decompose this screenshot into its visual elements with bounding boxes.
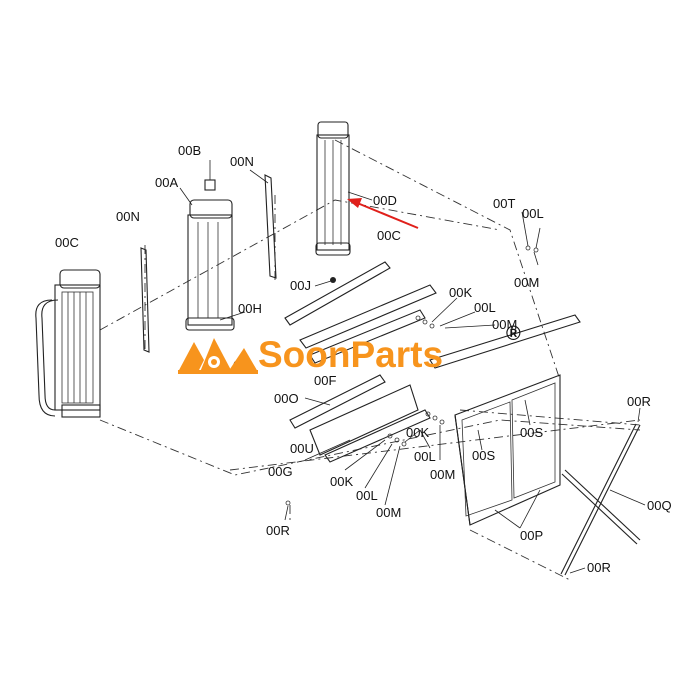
cooler-00d bbox=[315, 121, 351, 256]
leader-lines bbox=[179, 169, 646, 574]
label-00k-upper: 00K bbox=[449, 285, 472, 300]
core-00a bbox=[185, 199, 235, 331]
label-00r-right-top: 00R bbox=[627, 394, 651, 409]
soonparts-logo-icon bbox=[178, 338, 258, 374]
screen-frame-00p bbox=[454, 374, 561, 526]
label-00n-left: 00N bbox=[116, 209, 140, 224]
watermark-text: SoonParts bbox=[258, 334, 443, 375]
label-00c-left: 00C bbox=[55, 235, 79, 250]
soonparts-watermark: SoonParts ® bbox=[178, 323, 521, 375]
label-00l-lower-a: 00L bbox=[414, 449, 436, 464]
strip-00n-top bbox=[264, 174, 277, 279]
label-00m-upper: 00M bbox=[492, 317, 517, 332]
label-00m-top: 00M bbox=[514, 275, 539, 290]
label-00s-right: 00S bbox=[520, 425, 543, 440]
label-00q: 00Q bbox=[647, 498, 672, 513]
label-00r-left: 00R bbox=[266, 523, 290, 538]
label-00k-lower-a: 00K bbox=[406, 425, 429, 440]
label-00o: 00O bbox=[274, 391, 299, 406]
label-00m-lower-a: 00M bbox=[430, 467, 455, 482]
bolt-00j bbox=[330, 277, 336, 283]
brace-rods-00q bbox=[560, 423, 641, 576]
label-00p: 00P bbox=[520, 528, 543, 543]
label-00b: 00B bbox=[178, 143, 201, 158]
label-00a: 00A bbox=[155, 175, 178, 190]
label-00s-left: 00S bbox=[472, 448, 495, 463]
label-00k-lower-b: 00K bbox=[330, 474, 353, 489]
label-00j: 00J bbox=[290, 278, 311, 293]
red-pointer-arrow bbox=[347, 198, 419, 229]
label-00g: 00G bbox=[268, 464, 293, 479]
long-strip bbox=[429, 314, 581, 369]
label-00t: 00T bbox=[493, 196, 515, 211]
radiator-00c bbox=[35, 269, 101, 418]
label-00u: 00U bbox=[290, 441, 314, 456]
label-00l-upper: 00L bbox=[474, 300, 496, 315]
strip-00n-left bbox=[140, 247, 150, 353]
fasteners bbox=[285, 245, 539, 506]
label-00l-lower-b: 00L bbox=[356, 488, 378, 503]
label-00d: 00D bbox=[373, 193, 397, 208]
upper-rails bbox=[284, 261, 437, 364]
callout-labels: 00B 00A 00N 00N 00C 00D 00C 00J 00H 00L … bbox=[55, 143, 672, 575]
label-00h: 00H bbox=[238, 301, 262, 316]
lower-rails bbox=[289, 374, 431, 463]
label-00c-right: 00C bbox=[377, 228, 401, 243]
bracket-00b bbox=[204, 160, 216, 191]
label-00n-top: 00N bbox=[230, 154, 254, 169]
label-00r-right-bottom: 00R bbox=[587, 560, 611, 575]
registered-mark: ® bbox=[506, 323, 521, 345]
label-00l-top: 00L bbox=[522, 206, 544, 221]
label-00m-lower-b: 00M bbox=[376, 505, 401, 520]
label-00f: 00F bbox=[314, 373, 336, 388]
